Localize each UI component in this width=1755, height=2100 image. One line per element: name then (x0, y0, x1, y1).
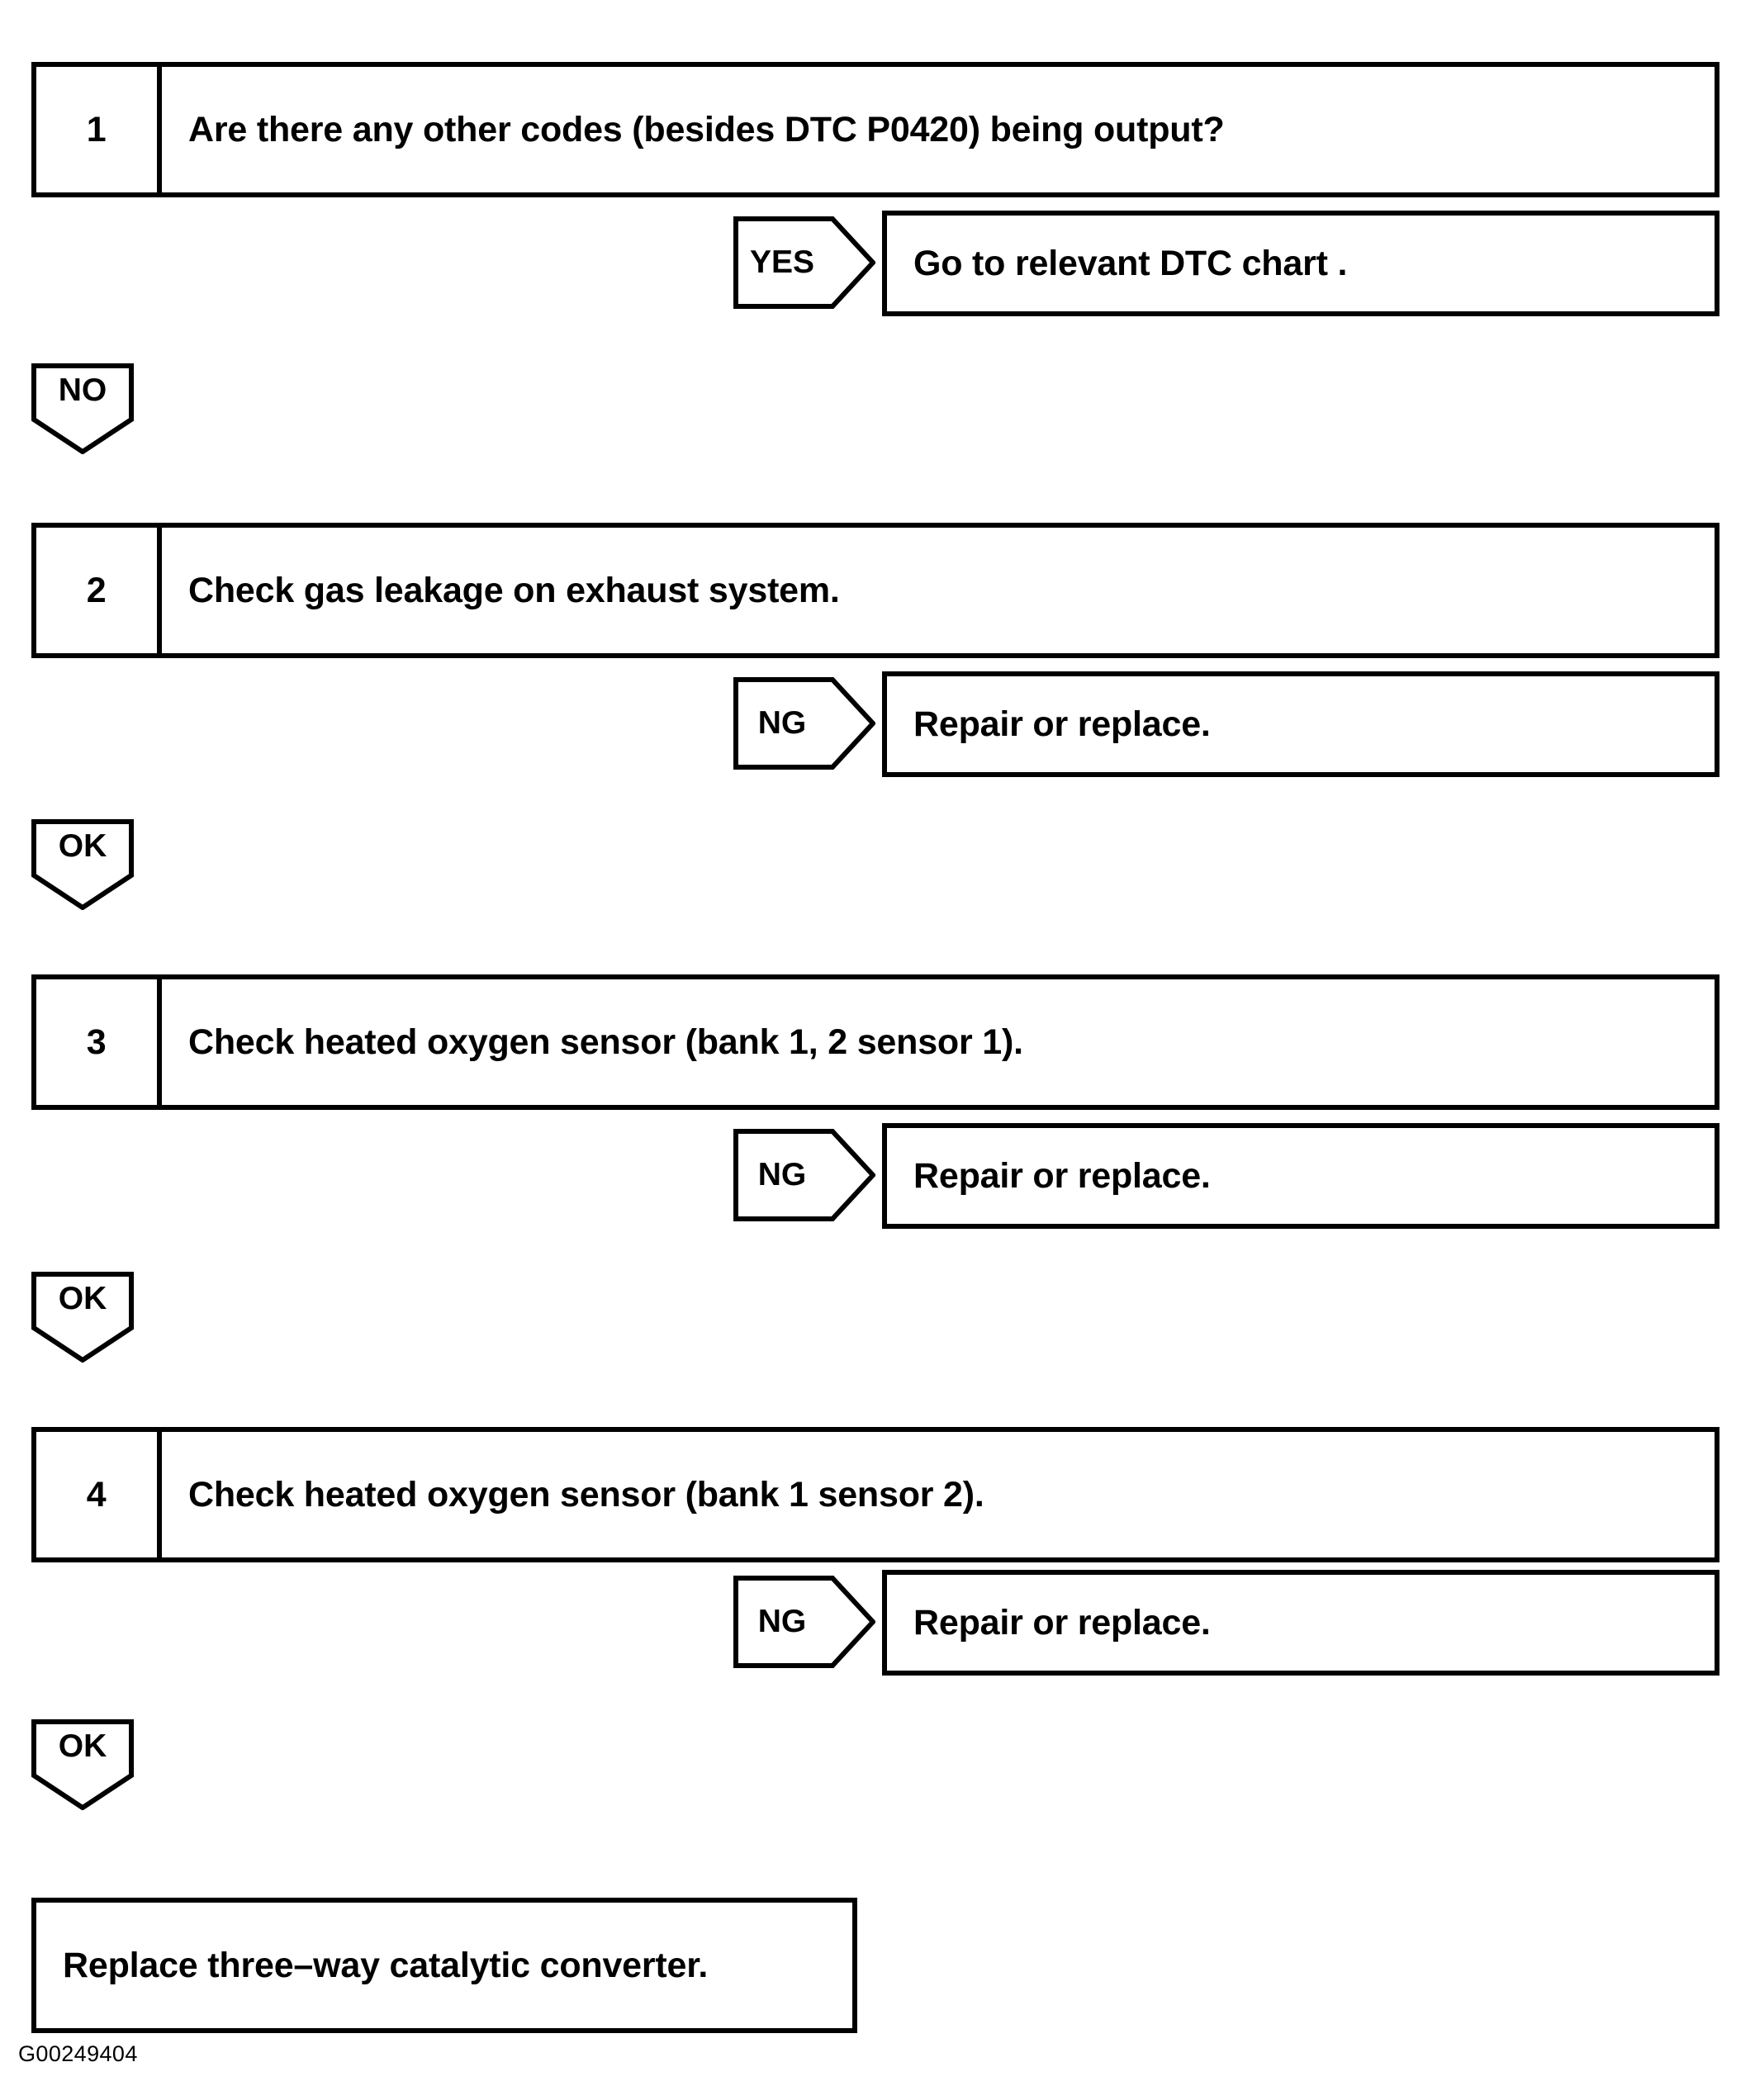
step-number-1: 1 (36, 67, 162, 192)
step-number-2: 2 (36, 528, 162, 653)
step-text-1: Are there any other codes (besides DTC P… (188, 109, 1225, 149)
step-text-2: Check gas leakage on exhaust system. (188, 570, 840, 610)
arrow-down-icon (31, 1272, 134, 1363)
branch-arrow-yes-1: YES (733, 216, 875, 309)
branch-result-box-1: Go to relevant DTC chart . (882, 211, 1719, 316)
continue-arrow-no-1: NO (31, 363, 134, 454)
step-text-3: Check heated oxygen sensor (bank 1, 2 se… (188, 1022, 1023, 1062)
step-number-4: 4 (36, 1432, 162, 1557)
final-action-box: Replace three–way catalytic converter. (31, 1898, 857, 2033)
branch-result-box-2: Repair or replace. (882, 671, 1719, 777)
branch-label-ng-4: NG (757, 1604, 807, 1639)
continue-arrow-ok-4: OK (31, 1719, 134, 1810)
branch-label-ng-2: NG (757, 705, 807, 741)
continue-label-no-1: NO (58, 372, 107, 408)
arrow-right-icon (733, 677, 875, 770)
step-number-3: 3 (36, 979, 162, 1105)
branch-result-box-3: Repair or replace. (882, 1123, 1719, 1229)
branch-label-ng-3: NG (757, 1157, 807, 1192)
arrow-down-icon (31, 1719, 134, 1810)
step-box-3: 3 Check heated oxygen sensor (bank 1, 2 … (31, 974, 1719, 1110)
arrow-down-icon (31, 819, 134, 910)
step-box-2: 2 Check gas leakage on exhaust system. (31, 523, 1719, 658)
continue-arrow-ok-2: OK (31, 819, 134, 910)
continue-label-ok-3: OK (58, 1281, 107, 1316)
continue-label-ok-4: OK (58, 1728, 107, 1764)
arrow-down-icon (31, 363, 134, 454)
branch-arrow-ng-4: NG (733, 1576, 875, 1668)
continue-arrow-ok-3: OK (31, 1272, 134, 1363)
branch-label-yes-1: YES (749, 244, 815, 280)
branch-arrow-ng-2: NG (733, 677, 875, 770)
figure-reference-code: G00249404 (18, 2041, 138, 2066)
continue-label-ok-2: OK (58, 828, 107, 864)
arrow-right-icon (733, 1576, 875, 1668)
step-box-4: 4 Check heated oxygen sensor (bank 1 sen… (31, 1427, 1719, 1562)
arrow-right-icon (733, 216, 875, 309)
step-box-1: 1 Are there any other codes (besides DTC… (31, 62, 1719, 197)
branch-result-box-4: Repair or replace. (882, 1570, 1719, 1676)
step-text-4: Check heated oxygen sensor (bank 1 senso… (188, 1474, 984, 1515)
arrow-right-icon (733, 1129, 875, 1221)
branch-arrow-ng-3: NG (733, 1129, 875, 1221)
